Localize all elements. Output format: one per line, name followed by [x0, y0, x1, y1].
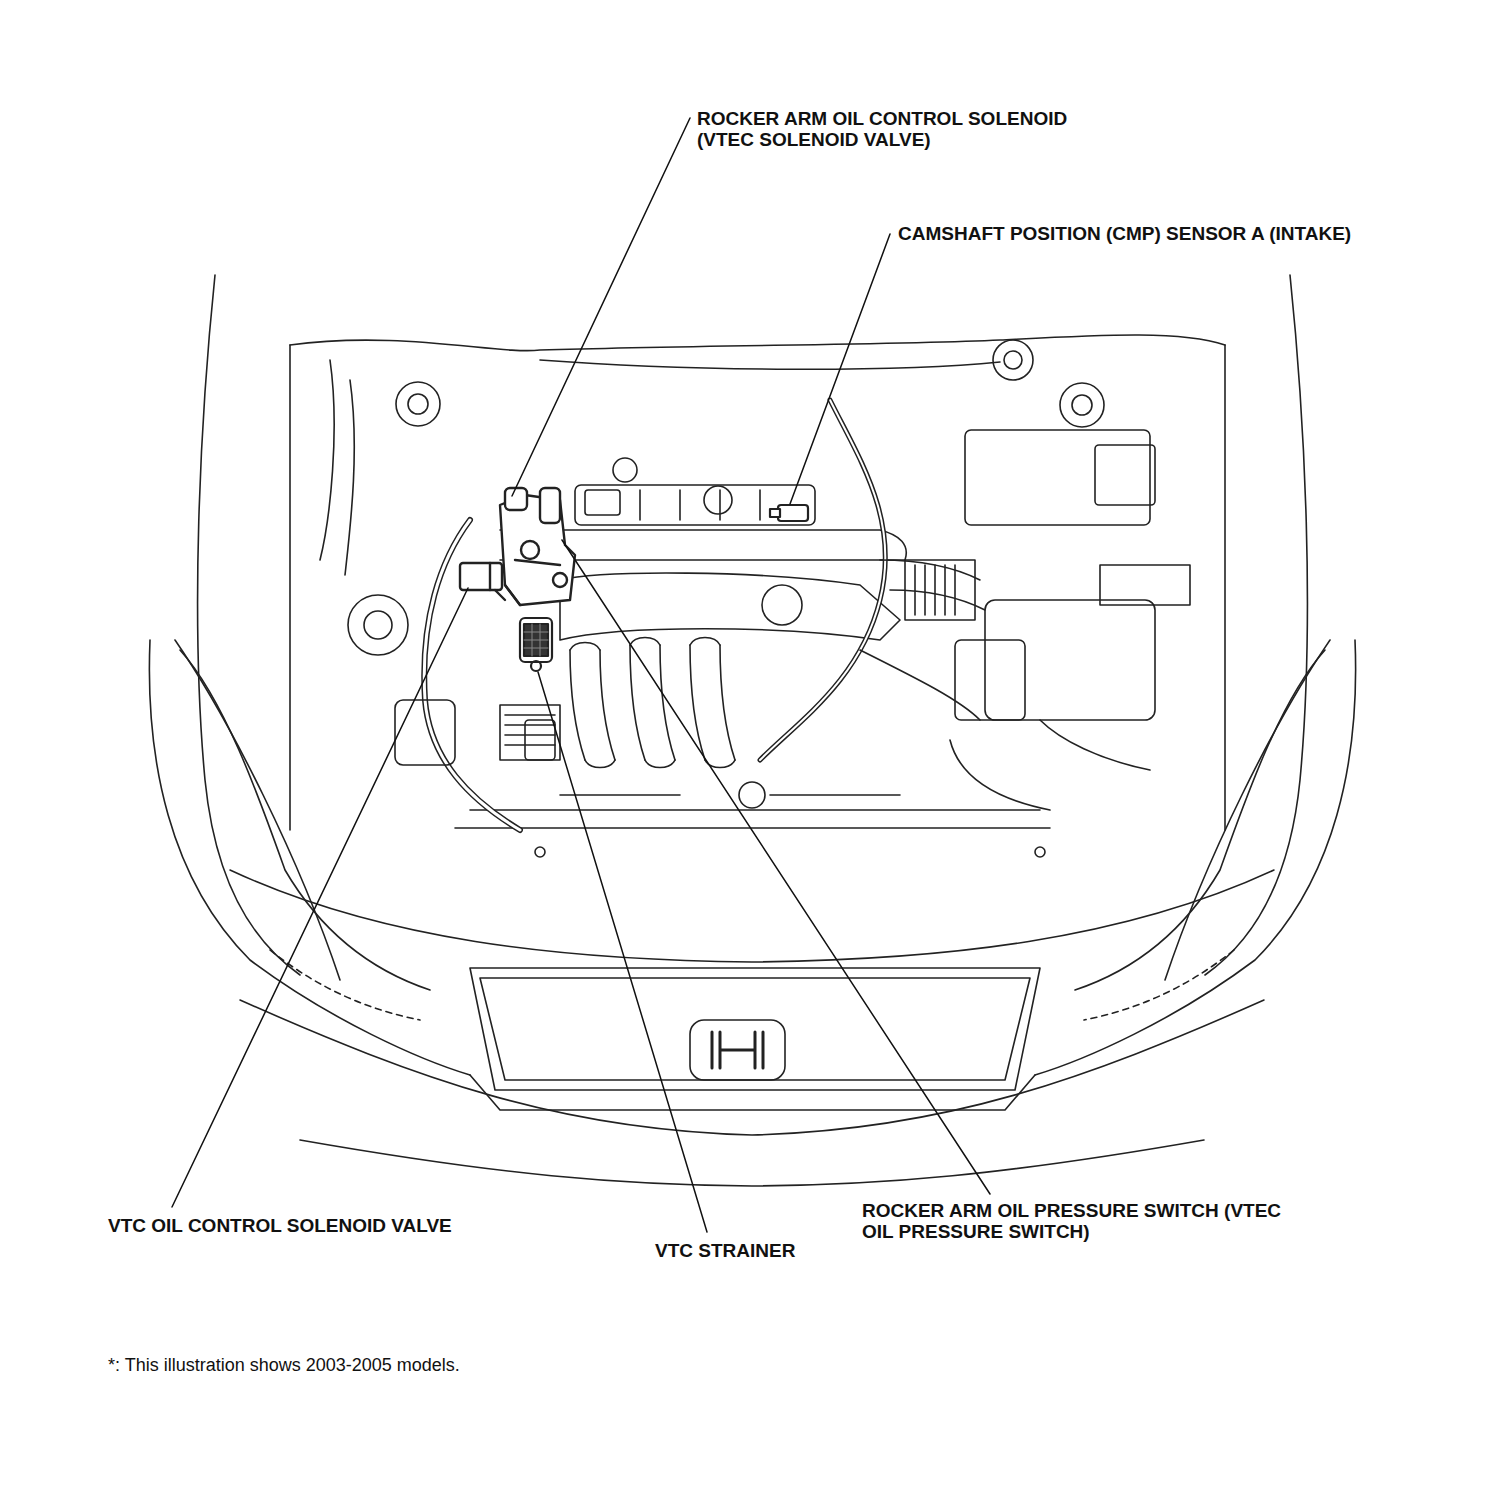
car-body-part — [149, 640, 470, 1075]
car-body-part — [1035, 640, 1356, 1075]
part-label: VTC STRAINER — [655, 1240, 795, 1261]
car-body-part — [180, 650, 430, 990]
car-body-part — [1084, 950, 1234, 1020]
engine-compartment-part — [395, 700, 455, 765]
car-body-part — [270, 950, 420, 1020]
engine-compartment-part — [880, 560, 985, 610]
engine-compartment-part — [950, 720, 1150, 810]
car-body — [149, 275, 1355, 1186]
engine-compartment-part — [570, 645, 735, 760]
engine-compartment-part — [905, 560, 975, 620]
footnote-caption: *: This illustration shows 2003-2005 mod… — [108, 1355, 460, 1376]
engine-compartment-part — [408, 394, 428, 414]
engine-compartment-part — [704, 486, 732, 514]
engine-compartment-part — [1035, 847, 1045, 857]
vtec-solenoid-assembly-part — [500, 495, 575, 605]
leader-lines-part — [562, 540, 990, 1194]
vtc-strainer-part — [531, 661, 541, 671]
car-body-part — [1165, 640, 1330, 980]
leader-lines-part — [172, 588, 468, 1207]
cmp-sensor-part — [770, 509, 780, 517]
part-label: CAMSHAFT POSITION (CMP) SENSOR A (INTAKE… — [898, 223, 1351, 244]
engine-compartment-part — [570, 638, 720, 651]
vtc-strainer-part — [520, 618, 552, 662]
car-body-part — [300, 1140, 1204, 1186]
vtc-solenoid-part — [460, 563, 502, 590]
car-body-part — [240, 1000, 1264, 1135]
car-body-part — [230, 870, 1274, 962]
leader-lines-part — [538, 672, 707, 1232]
vtec-solenoid-assembly-part — [553, 573, 567, 587]
vtec-solenoid-assembly-part — [521, 541, 539, 559]
engine-compartment-part — [1095, 445, 1155, 505]
engine-compartment-part — [290, 335, 1225, 351]
engine-compartment-part — [290, 345, 1225, 830]
vtec-solenoid-assembly-part — [505, 560, 560, 605]
vtc-strainer — [520, 618, 552, 671]
engine-compartment-part — [1004, 351, 1022, 369]
engine-compartment-part — [993, 340, 1033, 380]
cmp-sensor — [770, 505, 808, 521]
engine-compartment-part — [640, 490, 760, 520]
engine-compartment — [290, 335, 1225, 857]
leader-lines — [172, 118, 990, 1232]
part-label: ROCKER ARM OIL CONTROL SOLENOID (VTEC SO… — [697, 108, 1127, 150]
engine-compartment-part — [739, 782, 765, 808]
leader-lines-part — [790, 234, 890, 504]
vtc-solenoid-part — [490, 563, 505, 600]
car-body-part — [1075, 650, 1325, 990]
engine-compartment-part — [1072, 395, 1092, 415]
vtc-strainer-part — [524, 624, 548, 656]
grille-part — [470, 968, 1040, 1090]
engine-compartment-part — [396, 382, 440, 426]
grille-part — [690, 1020, 785, 1080]
engine-compartment-part — [575, 485, 815, 525]
engine-compartment-part — [585, 490, 620, 515]
car-body-part — [175, 640, 340, 980]
cmp-sensor-part — [778, 505, 808, 521]
vtec-solenoid-assembly-part — [505, 488, 527, 510]
vtc-solenoid — [460, 563, 505, 600]
engine-compartment-part — [560, 573, 900, 640]
engine-compartment-part — [860, 650, 980, 720]
part-label: ROCKER ARM OIL PRESSURE SWITCH (VTEC OIL… — [862, 1200, 1282, 1242]
engine-compartment-part — [760, 400, 885, 760]
leader-lines-part — [512, 118, 690, 496]
engine-compartment-part — [1100, 565, 1190, 605]
vtec-solenoid-assembly — [500, 488, 575, 605]
vtc-strainer-part — [524, 624, 548, 656]
engine-compartment-part — [762, 585, 802, 625]
engine-compartment-part — [585, 760, 735, 768]
grille-part — [712, 1032, 763, 1068]
part-label: VTC OIL CONTROL SOLENOID VALVE — [108, 1215, 452, 1236]
engine-compartment-part — [525, 720, 555, 760]
engine-compartment-part — [1060, 383, 1104, 427]
engine-compartment-part — [540, 360, 1000, 369]
engine-compartment-part — [348, 595, 408, 655]
grille-part — [480, 978, 1030, 1080]
engine-compartment-part — [364, 611, 392, 639]
engine-compartment-part — [535, 847, 545, 857]
vtec-solenoid-assembly-part — [540, 488, 560, 523]
grille — [470, 968, 1040, 1090]
engine-compartment-part — [320, 360, 354, 575]
engine-compartment-part — [760, 400, 885, 760]
engine-compartment-part — [455, 810, 1050, 828]
engine-compartment-part — [985, 600, 1155, 720]
engine-compartment-part — [915, 565, 955, 615]
engine-compartment-part — [613, 458, 637, 482]
